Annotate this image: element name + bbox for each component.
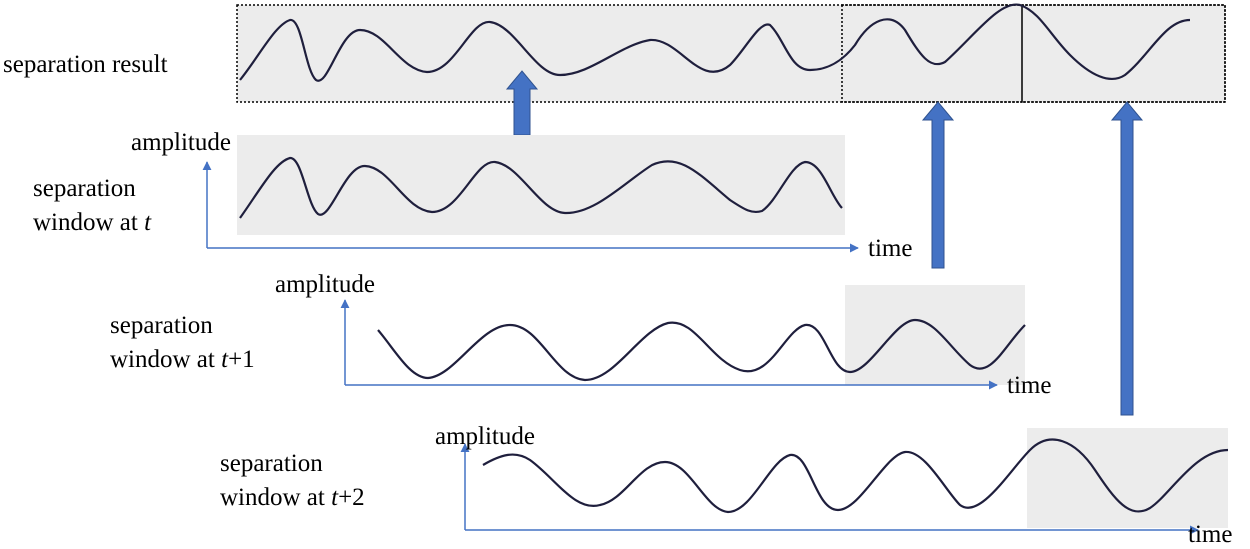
window-t2-title-line1: separation	[220, 450, 323, 477]
window-t1-highlight	[845, 285, 1025, 385]
window-t-prefix: window at	[33, 209, 144, 236]
window-t1-title-line2: window at t+1	[110, 346, 255, 373]
result-segment-t2	[1021, 4, 1226, 103]
arrow-window-t1-to-result	[921, 101, 955, 269]
result-box	[236, 4, 1226, 103]
result-panel: separation result	[3, 3, 1226, 103]
window-t: amplitude time separation window at t	[33, 129, 912, 262]
window-t-title-line2: window at t	[33, 209, 152, 236]
window-t1-waveform	[377, 318, 1026, 382]
window-t1-x-label: time	[1007, 372, 1051, 399]
window-t2-y-label: amplitude	[435, 423, 535, 450]
window-t-symbol: t	[144, 209, 152, 236]
window-t2-symbol: t	[331, 484, 339, 511]
arrow-window-t2-to-result	[1110, 101, 1144, 416]
window-t2-title-line2: window at t+2	[220, 484, 365, 511]
window-t-waveform	[239, 156, 843, 219]
result-label: separation result	[3, 51, 168, 78]
window-t2-waveform	[482, 438, 1229, 514]
window-t2-suffix: +2	[338, 484, 365, 511]
window-t-y-label: amplitude	[131, 129, 231, 156]
window-t1-symbol: t	[221, 346, 229, 373]
window-t1: amplitude time separation window at t+1	[110, 271, 1051, 399]
window-t-highlight	[237, 135, 845, 235]
window-t-title-line1: separation	[33, 175, 136, 202]
window-t2-x-label: time	[1188, 521, 1232, 548]
window-t2-highlight	[1027, 428, 1228, 528]
result-waveform	[239, 3, 1191, 82]
result-segment-t1	[841, 4, 1023, 103]
arrow-window-t-to-result	[505, 70, 539, 136]
window-t1-title-line1: separation	[110, 312, 213, 339]
window-t1-prefix: window at	[110, 346, 221, 373]
window-t1-suffix: +1	[228, 346, 255, 373]
window-t2-prefix: window at	[220, 484, 331, 511]
window-t1-y-label: amplitude	[275, 271, 375, 298]
window-t-x-label: time	[868, 235, 912, 262]
window-t2: amplitude time separation window at t+2	[220, 423, 1232, 548]
